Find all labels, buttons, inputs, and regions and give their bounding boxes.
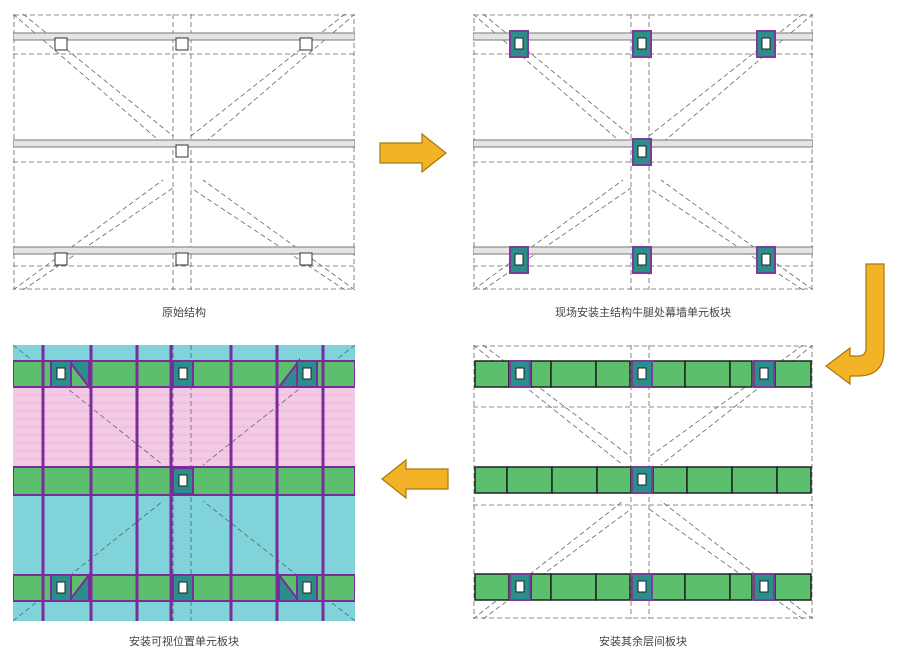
panel-interlayer-units <box>473 345 813 619</box>
panel-bracket-units <box>473 14 813 290</box>
structure-drawing-4 <box>13 345 355 621</box>
structure-drawing-2 <box>473 14 813 290</box>
structure-drawing-1 <box>13 14 355 290</box>
caption-step-1: 原始结构 <box>162 306 206 319</box>
caption-step-2: 现场安装主结构牛腿处幕墙单元板块 <box>555 306 731 319</box>
arrow-down-left-icon <box>822 262 888 390</box>
panel-visible-units <box>13 345 355 621</box>
caption-step-4: 安装可视位置单元板块 <box>129 635 239 648</box>
arrow-left-icon <box>380 458 450 503</box>
panel-original-structure <box>13 14 355 290</box>
caption-step-3: 安装其余层间板块 <box>599 635 687 648</box>
structure-drawing-3 <box>473 345 813 619</box>
arrow-right-icon <box>378 132 448 177</box>
